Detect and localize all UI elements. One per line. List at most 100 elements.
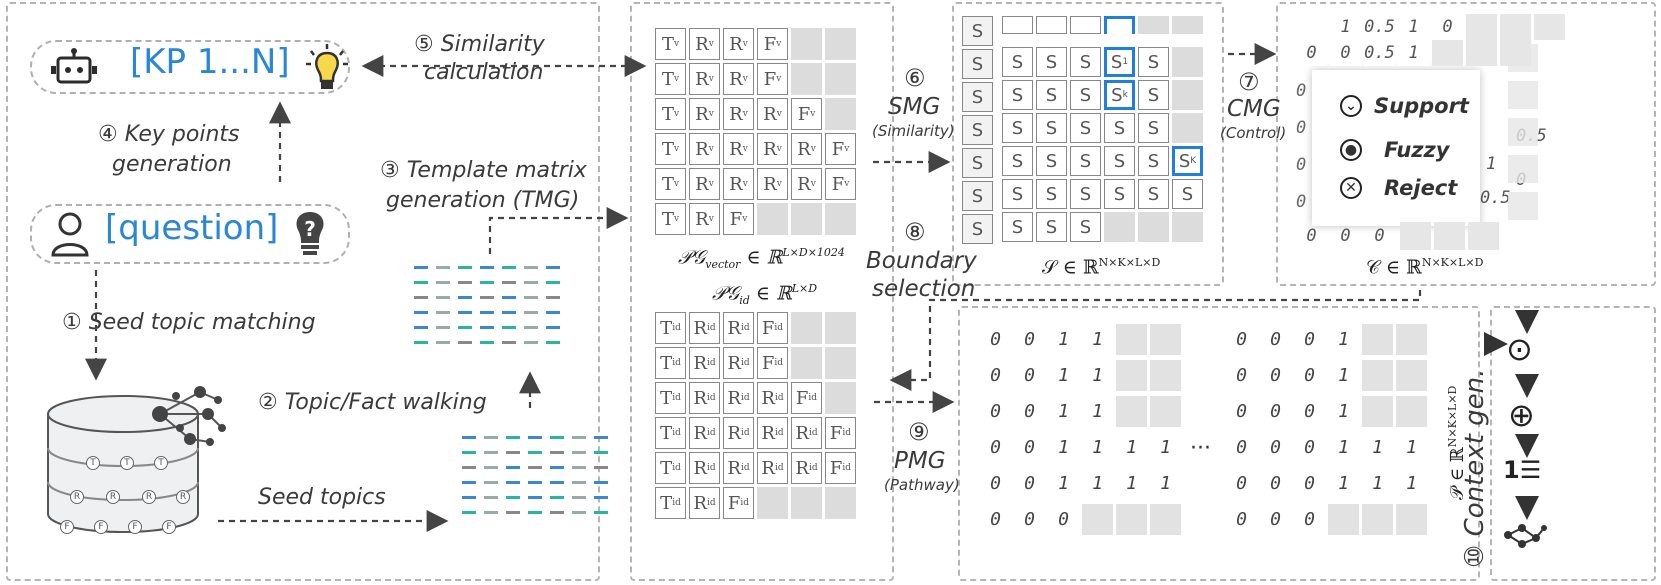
- pmg-right-value: 1: [1362, 432, 1393, 463]
- pg-vector-label-sup: L×D×1024: [782, 246, 845, 259]
- concat-plus-icon: ⊕: [1508, 396, 1535, 434]
- smg-cell: S: [1002, 212, 1033, 242]
- pmg-left-empty: [1150, 396, 1181, 427]
- path-sketch-segment: [502, 311, 516, 314]
- smg-back-top: [1172, 16, 1203, 34]
- smg-back-top: [1138, 16, 1169, 34]
- pmg-right-value: 1: [1362, 468, 1393, 499]
- pmg-left-value: 0: [1014, 396, 1045, 427]
- smg-label-sup: N×K×L×D: [1098, 256, 1161, 269]
- cmg-second-value: 0: [1296, 40, 1327, 66]
- pg-vector-empty: [791, 63, 822, 95]
- pmg-right-empty: [1362, 504, 1393, 535]
- path-sketch-segment: [458, 266, 472, 269]
- path-sketch-segment: [414, 281, 428, 284]
- cmg-left-value: 0: [1296, 118, 1307, 138]
- path-sketch-segment: [462, 481, 476, 484]
- path-sketch-segment: [414, 266, 428, 269]
- smg-cell: S: [1070, 179, 1101, 209]
- smg-cell: S: [1138, 146, 1169, 176]
- pmg-left-value: 1: [1048, 432, 1079, 463]
- cmg-detail: (Control): [1220, 124, 1287, 142]
- question-text: [question]: [105, 208, 279, 248]
- step2-label: ② Topic/Fact walking: [258, 390, 487, 415]
- pmg-right-value: 0: [1260, 468, 1291, 499]
- cmg-bottom-empty: [1400, 222, 1431, 250]
- database-entry: R: [106, 490, 120, 504]
- pmg-left-empty: [1116, 360, 1147, 391]
- path-sketch-segment: [524, 281, 538, 284]
- path-sketch-segment: [462, 496, 476, 499]
- cmg-bottom-empty: [1434, 222, 1465, 250]
- pmg-left-value: 1: [1082, 324, 1113, 355]
- cmg-left-value: 0: [1296, 155, 1307, 175]
- pmg-left-value: 0: [980, 360, 1011, 391]
- path-sketch-segment: [506, 466, 520, 469]
- pmg-left-value: 0: [980, 468, 1011, 499]
- smg-cell: S: [1104, 113, 1135, 143]
- pmg-right-value: 0: [1226, 396, 1257, 427]
- step4-label-b: generation: [112, 152, 232, 177]
- pmg-right-empty: [1362, 360, 1393, 391]
- cmg-second-value: 0.5: [1364, 40, 1395, 66]
- smg-cell: S: [1070, 47, 1101, 77]
- cmg-right-empty: [1508, 192, 1538, 220]
- cmg-second-empty: [1466, 40, 1497, 66]
- path-sketch-segment: [524, 326, 538, 329]
- pmg-right-value: 0: [1260, 360, 1291, 391]
- pmg-left-empty: [1116, 324, 1147, 355]
- pmg-left-value: 1: [1150, 432, 1181, 463]
- pmg-left-value: 1: [1082, 432, 1113, 463]
- fuzzy-icon: ●: [1340, 139, 1362, 161]
- pg-vector-label-set: ∈ ℝ: [746, 246, 783, 269]
- database-entry: T: [86, 456, 100, 470]
- pmg-left-value: 1: [1082, 360, 1113, 391]
- smg-cell: S: [1036, 113, 1067, 143]
- path-sketch-segment: [480, 296, 494, 299]
- path-sketch-segment: [484, 451, 498, 454]
- path-sketch-segment: [414, 311, 428, 314]
- path-sketch-segment: [458, 281, 472, 284]
- path-sketch-segment: [528, 451, 542, 454]
- smg-name: SMG: [888, 94, 941, 120]
- smg-cell: S: [1070, 80, 1101, 110]
- path-sketch-segment: [528, 496, 542, 499]
- database-icon: [47, 386, 226, 533]
- pmg-left-value: 0: [1014, 432, 1045, 463]
- path-sketch-segment: [506, 436, 520, 439]
- smg-cell: S: [1036, 80, 1067, 110]
- lightbulb-icon: [306, 44, 348, 89]
- pmg-right-value: 1: [1328, 360, 1359, 391]
- path-sketch-segment: [594, 451, 608, 454]
- pmg-ellipsis: ···: [1190, 436, 1211, 461]
- smg-empty: [1172, 212, 1203, 242]
- question-pill: [30, 204, 350, 264]
- step5-label-a: ⑤ Similarity: [414, 32, 545, 57]
- cmg-bottom-empty: [1468, 222, 1499, 250]
- smg-back-cell: S: [962, 82, 993, 112]
- pmg-right-value: 0: [1260, 432, 1291, 463]
- smg-cell: S: [1138, 80, 1169, 110]
- pmg-right-value: 0: [1294, 324, 1325, 355]
- cmg-second-value: 1: [1398, 40, 1429, 66]
- pmg-right-value: 0: [1294, 432, 1325, 463]
- pmg-left-value: 1: [1048, 396, 1079, 427]
- path-sketch-segment: [528, 481, 542, 484]
- pmg-left-value: 1: [1048, 324, 1079, 355]
- step3-label-b: generation (TMG): [386, 188, 580, 213]
- smg-empty: [1104, 212, 1135, 242]
- path-sketch-segment: [436, 296, 450, 299]
- smg-cell: S: [1036, 146, 1067, 176]
- path-sketch-segment: [572, 481, 586, 484]
- path-sketch-segment: [528, 466, 542, 469]
